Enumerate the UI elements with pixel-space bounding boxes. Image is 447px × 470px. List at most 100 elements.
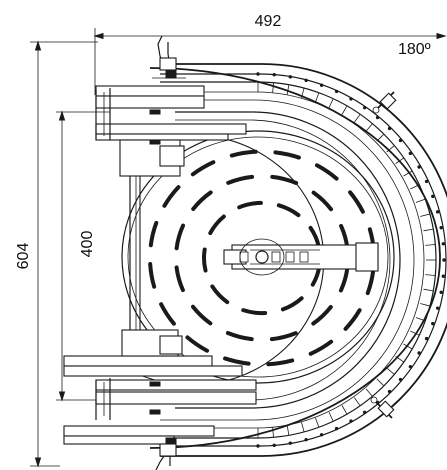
rivet-dot xyxy=(435,210,440,214)
chain-link-mark xyxy=(328,98,334,108)
chain-link-mark xyxy=(315,92,320,103)
disk-slot xyxy=(237,200,263,210)
rivet-dot xyxy=(435,306,440,310)
disk-slot xyxy=(269,331,298,342)
chain-link-mark xyxy=(315,417,320,428)
disk-slot xyxy=(191,190,213,211)
center-hub xyxy=(223,238,379,276)
chain-link-mark xyxy=(395,356,405,363)
disk-slot xyxy=(202,247,208,273)
chain-link-mark xyxy=(286,425,290,436)
rivet-dot xyxy=(408,364,413,369)
lower-plate-assembly xyxy=(63,329,257,445)
disk-slot xyxy=(270,174,299,186)
disk-slot xyxy=(311,305,333,326)
rivet-dot xyxy=(256,444,260,448)
disk-slot xyxy=(273,150,301,160)
rivet-dot xyxy=(441,242,445,246)
chain-link-mark xyxy=(341,405,348,415)
chain-link-mark xyxy=(301,422,305,433)
rivet-dot xyxy=(417,165,421,169)
disk-slot xyxy=(190,160,216,177)
rivet-dot xyxy=(387,389,392,394)
rivet-dot xyxy=(349,97,353,101)
lower-lever-icon xyxy=(155,437,177,470)
rivet-dot xyxy=(398,377,403,382)
disk-slot xyxy=(348,190,365,214)
disk-slot xyxy=(225,330,254,342)
rivet-dot xyxy=(424,179,429,184)
disk-slot xyxy=(311,190,334,212)
upper-plate-assembly xyxy=(95,85,247,177)
chain-link-mark xyxy=(420,213,431,217)
rivet-dot xyxy=(319,83,324,87)
disk-slot xyxy=(229,149,258,158)
disk-slot xyxy=(148,220,159,248)
chain-link-mark xyxy=(301,87,305,98)
width-dimension-label: 492 xyxy=(255,13,282,30)
chain-link-mark xyxy=(425,244,436,246)
lower-tensioner-bolt-icon xyxy=(370,396,395,419)
rivet-dot xyxy=(349,419,353,423)
disk-slot xyxy=(308,339,334,356)
rivet-dot xyxy=(334,89,339,94)
disk-slot xyxy=(226,174,255,185)
rivet-dot xyxy=(319,433,324,437)
chain-link-mark xyxy=(328,412,334,422)
rivet-dot xyxy=(439,226,443,230)
rivet-dot xyxy=(375,115,380,120)
disk-slot xyxy=(266,358,295,367)
dimension-height: 604 xyxy=(15,40,98,468)
chain-link-mark xyxy=(386,145,395,153)
disk-slot xyxy=(223,356,251,366)
chain-link-mark xyxy=(376,133,385,142)
rivet-dot xyxy=(431,194,435,199)
chain-link-mark xyxy=(272,427,274,438)
rivet-dot xyxy=(272,443,276,447)
inner-height-dimension-label: 400 xyxy=(79,231,96,258)
chain-link-mark xyxy=(410,330,420,336)
chain-link-mark xyxy=(365,388,373,397)
rivet-dot xyxy=(272,73,276,77)
chain-link-mark xyxy=(286,84,290,95)
rivet-dot xyxy=(442,258,446,262)
dimension-width: 492 xyxy=(93,13,447,95)
disk-slot xyxy=(338,265,350,293)
chain-link-mark xyxy=(395,157,405,164)
dimension-inner-height: 400 xyxy=(56,110,110,402)
chain-link-mark xyxy=(341,105,348,115)
disk-slot xyxy=(208,214,226,236)
rivet-dot xyxy=(304,78,308,83)
dimension-angle: 180º xyxy=(398,41,431,58)
chain-link-mark xyxy=(420,303,431,307)
rivet-dot xyxy=(334,426,339,431)
rivet-dot xyxy=(431,321,435,326)
disk-slot xyxy=(276,203,301,218)
rivet-dot xyxy=(417,351,421,355)
disk-slot xyxy=(314,163,339,181)
rivet-dot xyxy=(387,126,392,131)
rivet-dot xyxy=(441,274,445,278)
chain-link-mark xyxy=(410,184,420,190)
disk-slot xyxy=(174,265,185,293)
rivet-dot xyxy=(256,72,260,76)
rivet-dot xyxy=(288,75,292,79)
chain-link-mark xyxy=(365,123,373,132)
disk-slot xyxy=(365,268,376,296)
curved-frame xyxy=(149,63,447,457)
chain-link-mark xyxy=(376,378,385,387)
turntable-disk xyxy=(121,130,395,386)
rivet-dot xyxy=(362,410,367,415)
disk-slot xyxy=(159,302,176,326)
disk-slot xyxy=(280,296,304,312)
angle-label: 180º xyxy=(398,41,431,58)
rivet-dot xyxy=(362,105,367,110)
chain-link-mark xyxy=(272,82,274,93)
upper-tensioner-bolt-icon xyxy=(372,91,397,114)
rivet-dot xyxy=(439,290,443,294)
disk-slot xyxy=(190,304,213,326)
disk-slot xyxy=(241,308,268,316)
chain-link-mark xyxy=(425,274,436,276)
chain-link-mark xyxy=(354,113,361,123)
chain-link-mark xyxy=(354,397,361,407)
